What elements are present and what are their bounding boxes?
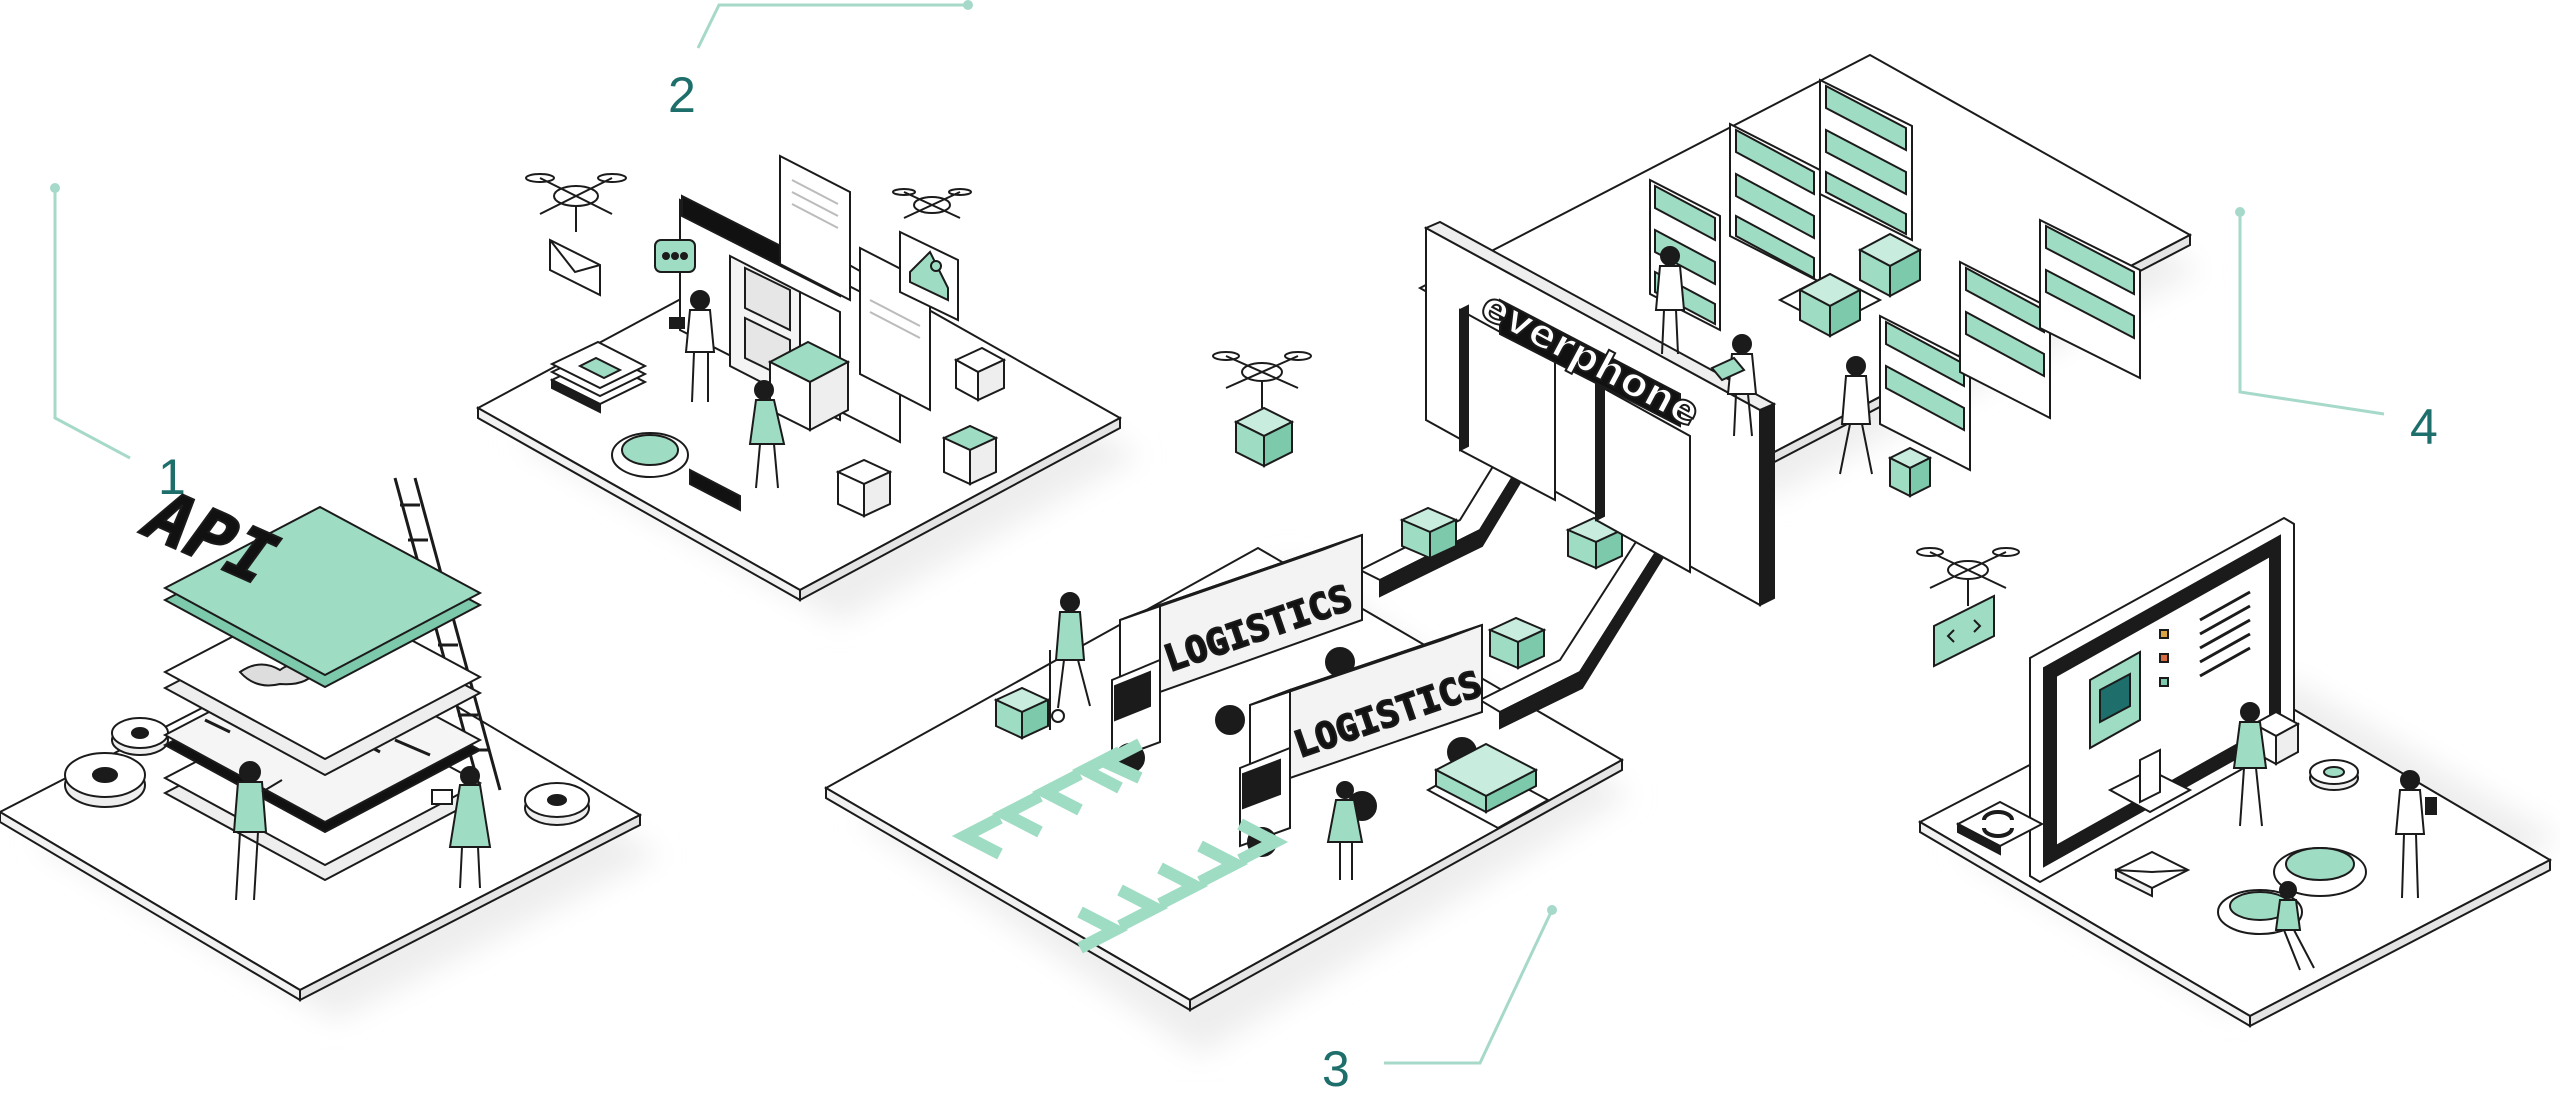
leader-lines	[50, 0, 2385, 1065]
leader-line-4	[2235, 207, 2385, 416]
person-courier	[1054, 592, 1091, 709]
gear-icon	[111, 717, 169, 756]
code-icon	[1933, 594, 1995, 668]
box-icon	[1233, 406, 1295, 468]
person-operator	[748, 380, 786, 489]
chevron-arrow-icon	[951, 738, 1143, 860]
leader-line-1	[50, 183, 131, 460]
person-warehouse-worker	[1654, 246, 1686, 355]
person-analyst	[431, 766, 492, 889]
drone-icon	[525, 173, 627, 232]
magnifier-icon	[611, 432, 741, 512]
person-warehouse-worker	[1710, 334, 1758, 437]
parcel	[1487, 616, 1547, 670]
person-customer	[2394, 770, 2437, 899]
person-driver	[1326, 781, 1364, 880]
shelf-icon	[1959, 260, 2051, 420]
parcel	[1399, 506, 1459, 560]
box-icon	[941, 424, 999, 486]
person-seated	[2274, 881, 2315, 971]
shelf-icon	[2039, 218, 2141, 380]
leader-line-3	[1384, 905, 1557, 1065]
drone-icon	[1916, 547, 2020, 606]
person-warehouse-worker	[1839, 356, 1933, 498]
step-number-4: 4	[2410, 399, 2438, 455]
warehouse-scene: everphone	[1417, 53, 2200, 607]
person-developer	[232, 761, 283, 901]
gear-icon	[64, 752, 146, 808]
box-icon	[835, 458, 893, 518]
stack-of-books	[549, 340, 648, 414]
envelope-icon	[549, 238, 601, 297]
chevron-arrow-icon	[1077, 818, 1289, 954]
customer-service-scene	[1916, 516, 2560, 1028]
copy-machine	[767, 340, 851, 432]
box-icon	[953, 346, 1007, 402]
api-layers-scene: API	[0, 476, 660, 1020]
person-photographer	[669, 290, 716, 403]
content-production-scene	[475, 154, 1140, 622]
shelf-icon	[1879, 314, 1971, 472]
shelf-icon	[1729, 122, 1821, 284]
drone-icon	[892, 188, 972, 219]
step-number-1: 1	[158, 449, 186, 505]
step-number-3: 3	[1322, 1041, 1350, 1097]
gear-icon	[2309, 759, 2359, 791]
box-pile	[1777, 232, 1923, 338]
logistics-truck: LOGISTICS	[1239, 623, 1488, 857]
parcel	[1565, 516, 1625, 570]
drone-icon	[1212, 351, 1312, 408]
shelf-icon	[1819, 78, 1913, 242]
image-icon	[899, 230, 959, 322]
monitor-icon	[2029, 516, 2295, 884]
chat-bubble-icon	[654, 239, 696, 273]
sync-icon	[1955, 800, 2045, 856]
logistics-scene: LOGISTICS LOGISTICS	[823, 351, 1672, 1055]
gear-icon	[524, 782, 590, 826]
leader-line-2	[696, 0, 973, 49]
envelope-icon	[2113, 850, 2191, 898]
step-number-2: 2	[668, 67, 696, 123]
pallet	[1425, 742, 1551, 830]
person-support-agent	[2232, 702, 2268, 827]
hand-truck	[993, 650, 1065, 740]
